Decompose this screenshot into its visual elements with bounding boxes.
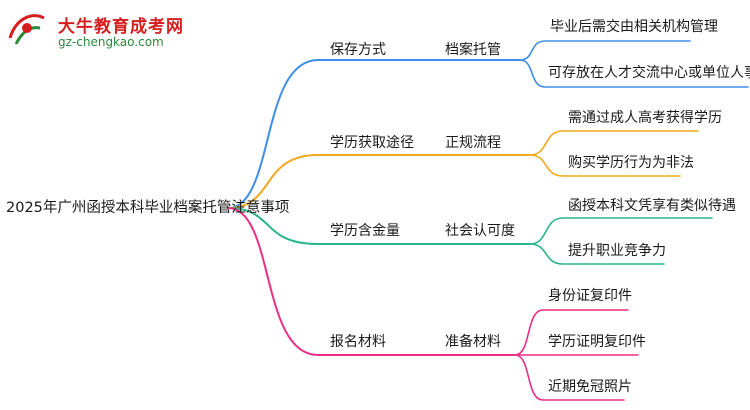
branch-connector bbox=[227, 207, 516, 356]
branch-degree-path: 学历获取途径 bbox=[330, 135, 414, 151]
branch-connector bbox=[227, 59, 521, 209]
sub-prepare-materials: 准备材料 bbox=[445, 334, 501, 350]
leaf-connector bbox=[529, 154, 681, 177]
branch-connector bbox=[227, 207, 531, 245]
branch-application-materials: 报名材料 bbox=[330, 334, 386, 350]
leaf-similar-treatment: 函授本科文凭享有类似待遇 bbox=[568, 198, 736, 214]
leaf-connector bbox=[529, 217, 713, 245]
leaf-connector bbox=[514, 309, 629, 356]
root-topic: 2025年广州函授本科毕业档案托管注意事项 bbox=[6, 200, 290, 216]
ox-logo-icon bbox=[8, 14, 45, 45]
sub-social-recognition: 社会认可度 bbox=[445, 223, 515, 239]
leaf-diploma-copy: 学历证明复印件 bbox=[548, 334, 646, 350]
logo-name: 大牛教育成考网 bbox=[58, 17, 184, 37]
leaf-connector bbox=[514, 354, 625, 401]
leaf-connector bbox=[519, 40, 691, 61]
logo-site-url: gz-chengkao.com bbox=[58, 35, 164, 49]
leaf-talent-center-or-hr: 可存放在人才交流中心或单位人事部门 bbox=[548, 65, 750, 81]
leaf-career-competitiveness: 提升职业竞争力 bbox=[568, 243, 666, 259]
branch-degree-value: 学历含金量 bbox=[330, 223, 400, 239]
branch-connector bbox=[227, 154, 531, 209]
leaf-id-copy: 身份证复印件 bbox=[548, 288, 632, 304]
leaf-connector bbox=[529, 243, 665, 265]
leaf-managed-by-agency: 毕业后需交由相关机构管理 bbox=[550, 19, 718, 35]
leaf-buying-illegal: 购买学历行为为非法 bbox=[568, 155, 694, 171]
leaf-connector bbox=[529, 130, 699, 156]
sub-formal-process: 正规流程 bbox=[445, 135, 501, 151]
branch-storage-method: 保存方式 bbox=[330, 42, 386, 58]
site-logo[interactable]: 大牛教育成考网 gz-chengkao.com bbox=[6, 8, 206, 56]
leaf-adult-exam: 需通过成人高考获得学历 bbox=[568, 110, 722, 126]
leaf-photo: 近期免冠照片 bbox=[548, 379, 632, 395]
leaf-connector bbox=[519, 59, 749, 88]
sub-archive-custody: 档案托管 bbox=[445, 42, 501, 58]
